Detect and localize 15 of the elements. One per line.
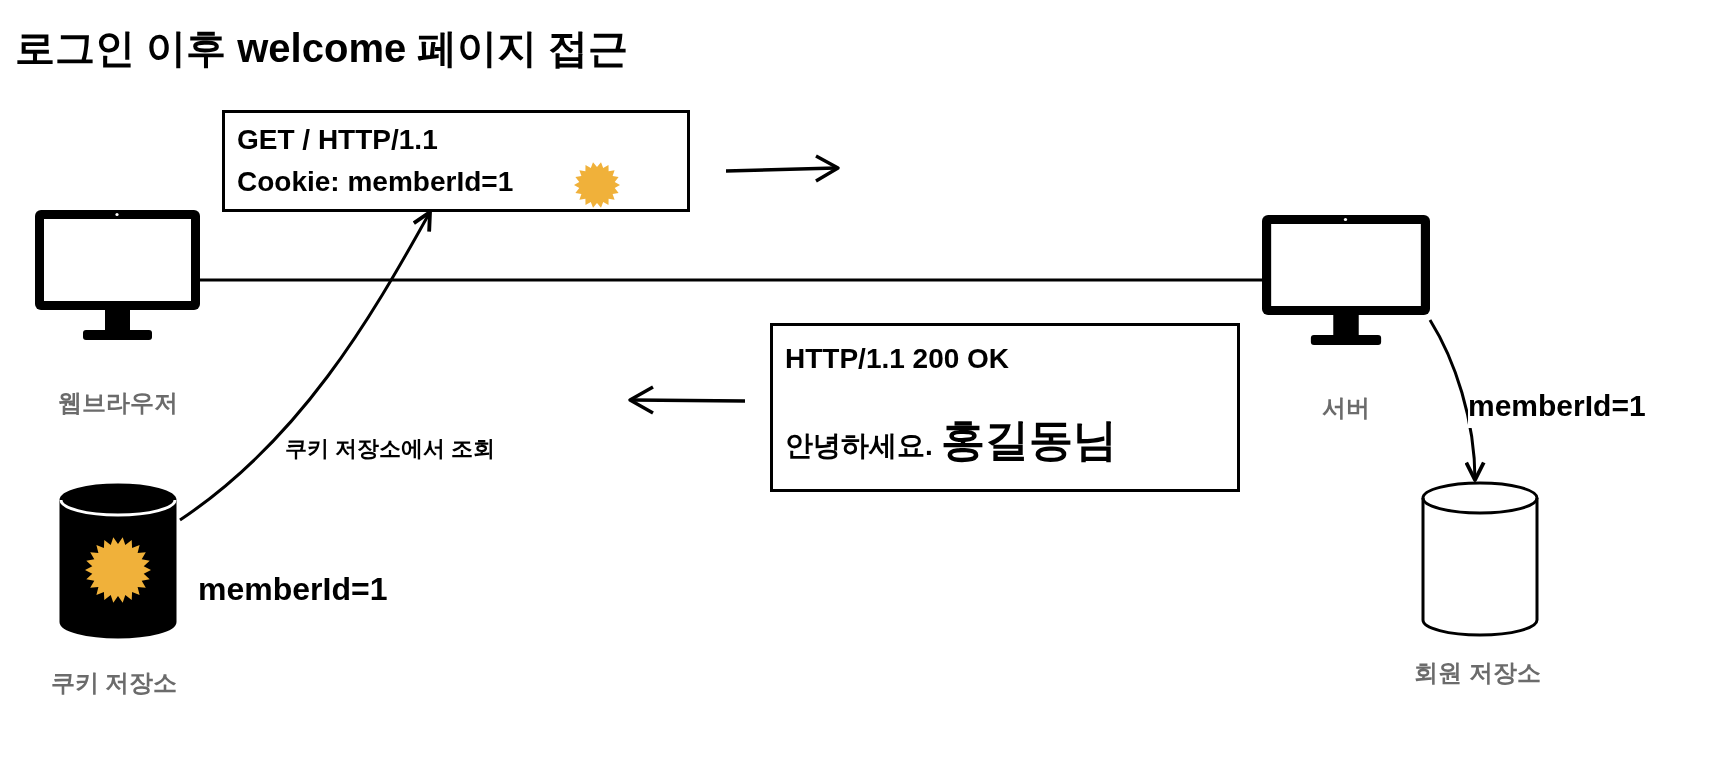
message-line: Cookie: memberId=1 [237, 165, 514, 199]
message-line: HTTP/1.1 200 OK [785, 342, 1010, 376]
beside-label: memberId=1 [198, 570, 388, 609]
response-message-box [770, 323, 1240, 492]
curved-arrow [1428, 319, 1486, 482]
curved-arrow [179, 210, 432, 522]
node-label: 회원 저장소 [1413, 658, 1542, 688]
message-line: 안녕하세요. 홍길동님 [785, 414, 1117, 466]
node-label: 웹브라우저 [56, 388, 179, 418]
request-message-box [222, 110, 690, 212]
connection-line [200, 278, 1262, 282]
node-label: 서버 [1321, 393, 1371, 423]
diagram-title: 로그인 이후 welcome 페이지 접근 [15, 25, 629, 72]
message-line: GET / HTTP/1.1 [237, 123, 438, 157]
node-label: 쿠키 저장소 [49, 668, 179, 698]
